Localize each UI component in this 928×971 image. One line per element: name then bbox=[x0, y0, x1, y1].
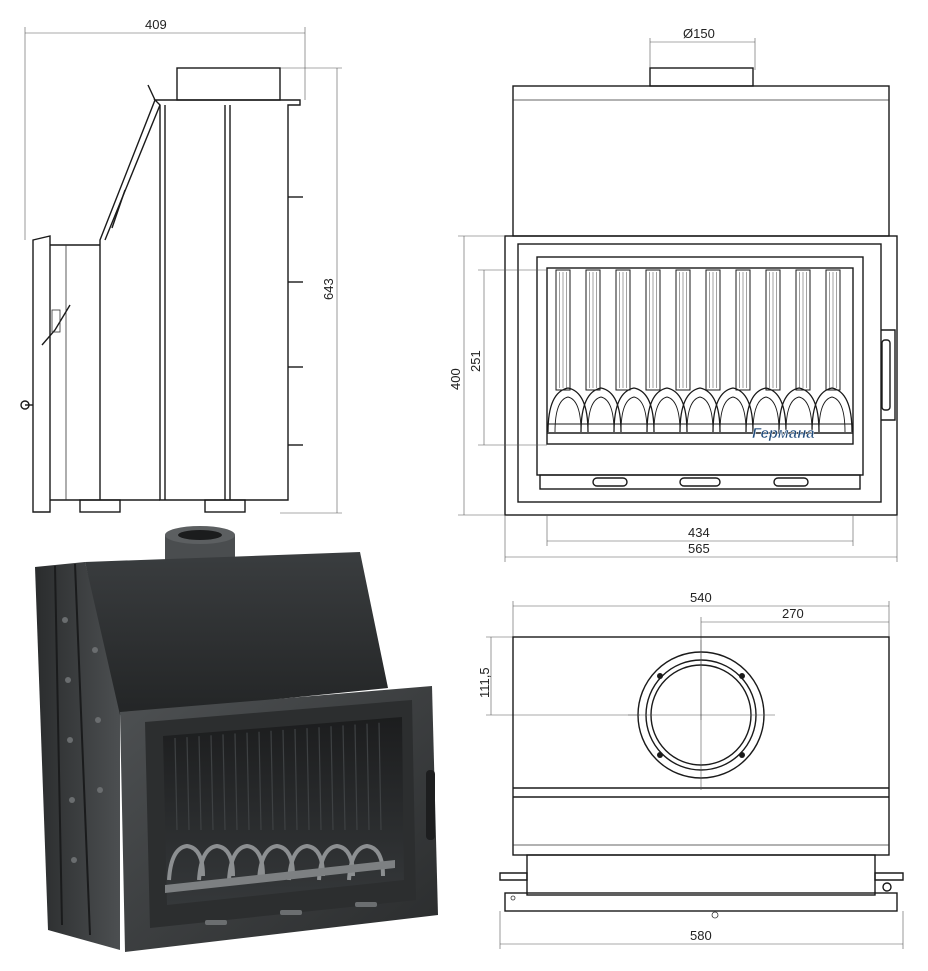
photo-hood bbox=[85, 552, 388, 715]
front-view: Ø150 Германа 400 bbox=[448, 26, 898, 562]
front-air-slot-left bbox=[592, 477, 628, 487]
side-height-dimension: 643 bbox=[275, 67, 342, 514]
front-glass-width-label: 434 bbox=[688, 525, 710, 540]
side-door-handle bbox=[41, 304, 71, 346]
side-width-label: 409 bbox=[145, 17, 167, 32]
top-flue-ring bbox=[628, 640, 775, 790]
front-flue-dimension: Ø150 bbox=[649, 26, 756, 70]
side-height-label: 643 bbox=[321, 278, 336, 300]
front-air-slot-right bbox=[773, 477, 809, 487]
front-door-height-dimension: 400 bbox=[448, 235, 505, 516]
front-flue-label: Ø150 bbox=[683, 26, 715, 41]
top-flue-depth-dimension: 111,5 bbox=[477, 636, 640, 716]
top-width-label: 540 bbox=[690, 590, 712, 605]
top-base-width-label: 580 bbox=[690, 928, 712, 943]
front-upper-box bbox=[512, 85, 890, 237]
top-base-plate bbox=[504, 892, 898, 912]
side-door-plate bbox=[32, 235, 51, 513]
side-foot-front bbox=[79, 499, 121, 513]
front-air-slot-center bbox=[679, 477, 721, 487]
top-flue-offset-label: 270 bbox=[782, 606, 804, 621]
top-door-frame bbox=[526, 854, 876, 896]
side-view: 409 643 bbox=[20, 17, 342, 514]
side-mounting-tabs bbox=[288, 196, 303, 446]
side-flue-collar bbox=[176, 67, 281, 101]
front-fireback-ribs bbox=[555, 269, 841, 391]
front-door-frame bbox=[504, 235, 898, 516]
front-glass-width-dimension: 434 bbox=[546, 515, 854, 546]
front-glass-height-label: 251 bbox=[468, 350, 483, 372]
front-glass-window bbox=[546, 267, 854, 445]
top-view: 540 270 111,5 bbox=[477, 590, 904, 949]
top-flue-depth-label: 111,5 bbox=[477, 667, 492, 698]
top-flue-offset-dimension: 270 bbox=[700, 606, 889, 720]
photo-door-handle bbox=[426, 770, 435, 840]
front-door-height-label: 400 bbox=[448, 368, 463, 390]
front-flue-collar bbox=[649, 67, 754, 87]
top-width-dimension: 540 bbox=[512, 590, 890, 637]
top-door-knob bbox=[711, 911, 719, 919]
top-hinge-knob bbox=[882, 882, 892, 892]
side-width-dimension: 409 bbox=[24, 17, 306, 240]
front-total-width-dimension: 565 bbox=[504, 515, 898, 562]
side-foot-back bbox=[204, 499, 246, 513]
front-brand-logo: Германа bbox=[752, 425, 815, 442]
front-grate bbox=[547, 387, 853, 433]
front-total-width-label: 565 bbox=[688, 541, 710, 556]
side-body bbox=[153, 99, 301, 501]
top-base-width-dimension: 580 bbox=[499, 911, 904, 949]
product-photo bbox=[35, 526, 438, 952]
front-glass-height-dimension: 251 bbox=[468, 269, 547, 446]
photo-grate bbox=[165, 843, 395, 893]
front-door-handle bbox=[881, 339, 891, 411]
side-hood bbox=[99, 84, 156, 500]
